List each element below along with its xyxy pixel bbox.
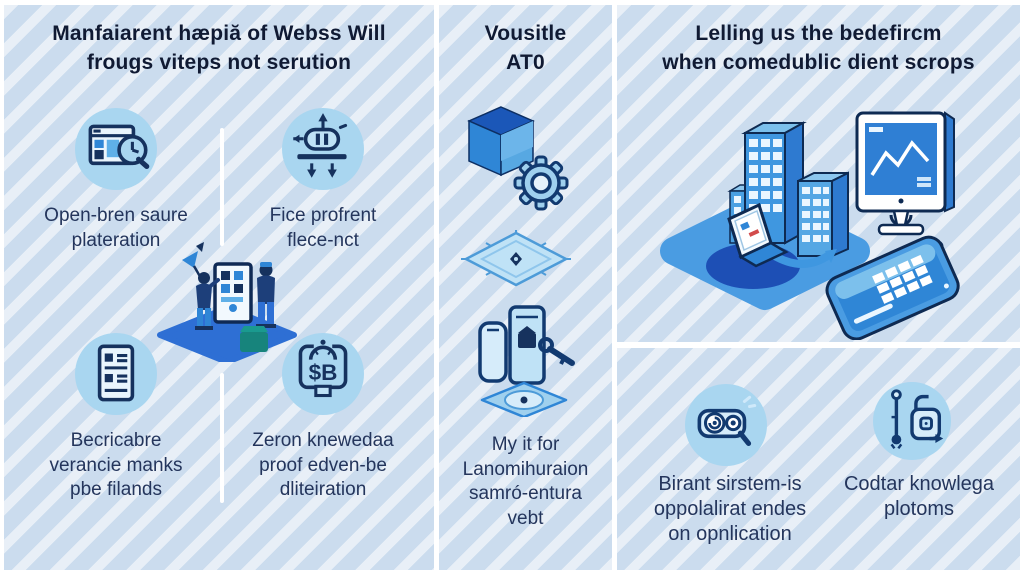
search-systems-item xyxy=(685,384,767,466)
meter-icon xyxy=(293,113,348,178)
price-item xyxy=(282,108,364,190)
knowledge-flow-item xyxy=(873,382,951,460)
records-label: Becricabre verancie manks pbe filands xyxy=(49,430,183,500)
knowledge-flow-label: Codtar knowlega plotoms xyxy=(843,473,995,520)
svg-text:$B: $B xyxy=(309,360,338,385)
left-panel: Manfaiarent hæpiă of Webss Will frougs v… xyxy=(4,5,434,570)
open-source-item xyxy=(75,108,157,190)
cube-gear-icon xyxy=(467,106,569,211)
right-bottom-panel: Birant sirstem-is oppolalirat endes on o… xyxy=(617,348,1020,570)
right-panel-title: Lelling us the bedefircm when comedublic… xyxy=(662,22,975,74)
middle-caption: My it for Lanomihuraion samró-entura veb… xyxy=(462,434,589,529)
device-key-icon xyxy=(478,305,575,417)
middle-panel-title: Vousitle AT0 xyxy=(484,22,567,74)
middle-panel: Vousitle AT0 xyxy=(439,5,612,570)
left-bottom-divider xyxy=(220,373,224,503)
document-list-icon xyxy=(97,344,135,402)
left-panel-title: Manfaiarent hæpiă of Webss Will frougs v… xyxy=(52,22,386,74)
zero-knowledge-item: $B xyxy=(282,333,364,415)
bulb-dollar-icon: $B xyxy=(298,339,348,398)
search-systems-label: Birant sirstem-is oppolalirat endes on o… xyxy=(653,473,807,545)
open-source-label: Open-bren saure plateration xyxy=(44,205,188,251)
city-devices-illustration xyxy=(660,111,960,340)
left-top-divider xyxy=(220,128,224,246)
team-collaboration-illustration xyxy=(157,242,297,362)
flowchart-icon xyxy=(890,389,944,450)
right-top-panel: Lelling us the bedefircm when comedublic… xyxy=(617,5,1020,342)
chip-icon xyxy=(461,230,571,287)
price-label: Fice profrent flece-nct xyxy=(269,205,377,251)
binoculars-search-icon xyxy=(697,395,757,447)
zero-knowledge-label: Zeron knewedaa proof edven-be dliteirati… xyxy=(252,430,394,500)
browser-audit-icon xyxy=(88,124,150,169)
records-item xyxy=(75,333,157,415)
